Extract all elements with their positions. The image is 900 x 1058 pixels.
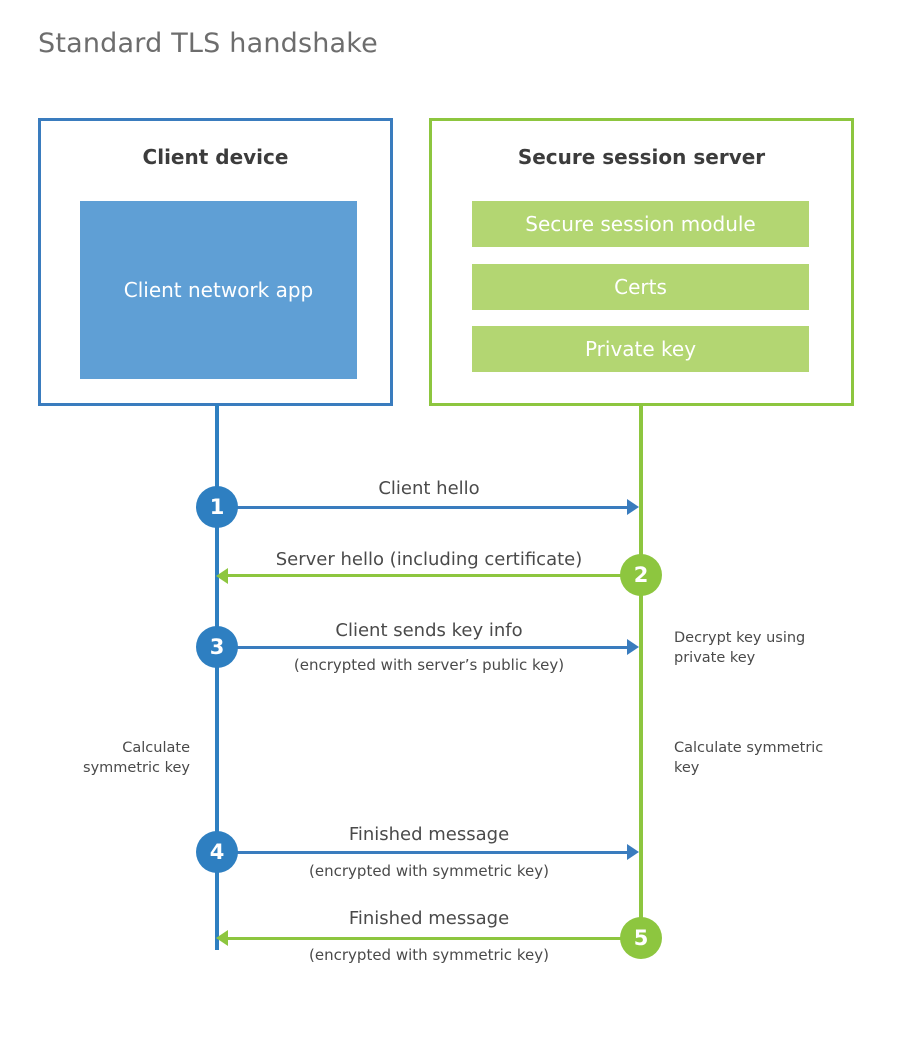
step-1-arrow-line (217, 506, 629, 509)
step-4-arrow-line (217, 851, 629, 854)
step-5-arrow-line (228, 937, 641, 940)
step-5-circle[interactable]: 5 (620, 917, 662, 959)
step-2-arrow-head (216, 568, 228, 584)
server-block-private-key: Private key (472, 326, 809, 372)
server-block-secure-session-module: Secure session module (472, 201, 809, 247)
step-4-label: Finished message (348, 824, 510, 845)
step-5-sublabel: (encrypted with symmetric key) (309, 946, 549, 964)
server-lifeline (639, 404, 643, 940)
step-4-circle[interactable]: 4 (196, 831, 238, 873)
step-2-arrow-line (228, 574, 641, 577)
client-lifeline (215, 404, 219, 950)
page-title: Standard TLS handshake (38, 28, 378, 59)
step-5-label: Finished message (348, 908, 510, 929)
secure-session-server-panel: Secure session server Secure session mod… (429, 118, 854, 406)
client-device-panel: Client device Client network app (38, 118, 393, 406)
secure-session-server-title: Secure session server (517, 145, 766, 169)
step-5-arrow-head (216, 930, 228, 946)
step-3-circle[interactable]: 3 (196, 626, 238, 668)
client-network-app-block: Client network app (80, 201, 357, 379)
step-3-arrow-head (627, 639, 639, 655)
step-3-sublabel: (encrypted with server’s public key) (293, 656, 565, 674)
step-1-circle[interactable]: 1 (196, 486, 238, 528)
step-1-label: Client hello (378, 478, 480, 499)
note-client-calculate-symmetric-key: Calculate symmetric key (83, 740, 190, 776)
step-4-arrow-head (627, 844, 639, 860)
step-3-arrow-line (217, 646, 629, 649)
server-block-certs: Certs (472, 264, 809, 310)
step-2-circle[interactable]: 2 (620, 554, 662, 596)
step-4-sublabel: (encrypted with symmetric key) (309, 862, 549, 880)
client-device-title: Client device (142, 145, 289, 169)
step-3-label: Client sends key info (335, 620, 523, 641)
note-decrypt-key: Decrypt key using private key (674, 630, 806, 666)
step-2-label: Server hello (including certificate) (275, 549, 583, 570)
note-server-calculate-symmetric-key: Calculate symmetric key (674, 740, 824, 776)
step-1-arrow-head (627, 499, 639, 515)
